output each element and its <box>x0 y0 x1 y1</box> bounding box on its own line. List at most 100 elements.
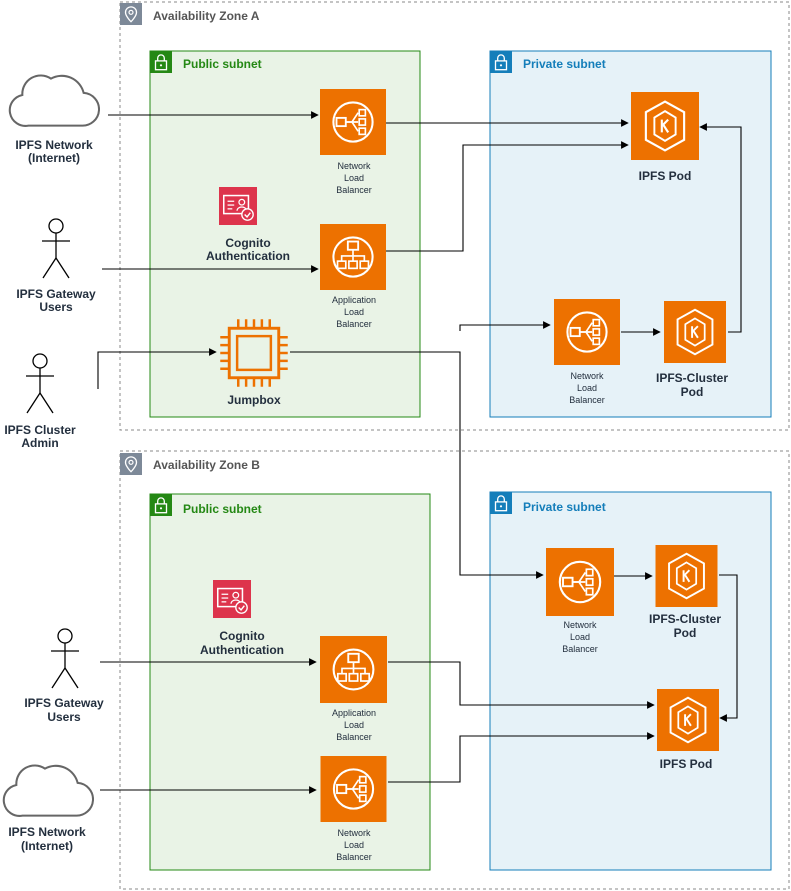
alb-public-a: Application Load Balancer <box>320 224 386 329</box>
node-label: IPFS Network <box>8 825 86 839</box>
zone-title: Availability Zone B <box>153 458 260 472</box>
availability-zone-b: Availability Zone B <box>119 450 790 890</box>
cluster-pod-b: IPFS-Cluster Pod <box>649 545 721 640</box>
padlock-icon <box>150 51 172 73</box>
node-label: Load <box>344 173 364 183</box>
node-label: Balancer <box>336 319 372 329</box>
ipfs-network-b: IPFS Network (Internet) <box>2 764 94 853</box>
user-actor-icon <box>41 218 71 279</box>
kubernetes-pod-icon <box>656 689 720 751</box>
node-label: IPFS-Cluster <box>649 612 721 626</box>
cloud-icon <box>2 764 94 817</box>
connectors <box>97 111 742 794</box>
connector <box>459 321 551 331</box>
subnet-title: Public subnet <box>183 57 262 71</box>
kubernetes-pod-icon <box>662 301 728 363</box>
cognito-a: Cognito Authentication <box>206 187 290 263</box>
node-label: Application <box>332 295 376 305</box>
node-label: IPFS Cluster <box>4 423 76 437</box>
nlb-private-b: Network Load Balancer <box>546 548 614 654</box>
kubernetes-pod-icon <box>654 545 719 607</box>
network-load-balancer-icon <box>319 756 388 822</box>
ipfs-network-a: IPFS Network (Internet) <box>8 74 100 165</box>
connector <box>388 732 655 783</box>
private-subnet-a: Private subnet <box>489 50 772 418</box>
node-label: (Internet) <box>28 151 80 165</box>
ipfs-pod-a: IPFS Pod <box>631 92 699 183</box>
node-label: IPFS Gateway <box>24 696 104 710</box>
connector <box>386 141 629 252</box>
node-label: Balancer <box>336 852 372 862</box>
padlock-icon <box>150 494 172 516</box>
user-actor-icon <box>25 353 55 414</box>
node-label: Authentication <box>200 643 284 657</box>
node-label: Balancer <box>562 644 598 654</box>
node-label: Balancer <box>336 732 372 742</box>
cluster-pod-a: IPFS-Cluster Pod <box>656 301 728 399</box>
subnet-title: Private subnet <box>523 57 606 71</box>
subnet-title: Public subnet <box>183 502 262 516</box>
node-label: Network <box>337 161 371 171</box>
node-label: Network <box>563 620 597 630</box>
connector <box>719 574 738 722</box>
connector <box>699 123 742 333</box>
connector <box>388 661 655 709</box>
cognito-icon <box>219 187 257 225</box>
node-label: Load <box>344 840 364 850</box>
node-label: IPFS-Cluster <box>656 371 728 385</box>
network-load-balancer-icon <box>320 89 386 155</box>
network-load-balancer-icon <box>553 299 621 365</box>
location-pin-icon <box>120 3 142 25</box>
node-label: Application <box>332 708 376 718</box>
cognito-icon <box>213 580 251 618</box>
alb-public-b: Application Load Balancer <box>319 636 388 742</box>
node-label: Jumpbox <box>227 393 281 407</box>
node-label: Load <box>344 720 364 730</box>
subnet-title: Private subnet <box>523 500 606 514</box>
node-label: Admin <box>21 436 58 450</box>
node-label: Network <box>337 828 371 838</box>
nlb-public-b: Network Load Balancer <box>319 756 388 862</box>
connector <box>290 351 544 579</box>
network-load-balancer-icon <box>546 548 614 616</box>
gateway-users-a: IPFS Gateway Users <box>16 218 96 314</box>
connector <box>97 348 217 389</box>
node-label: Users <box>47 710 81 724</box>
node-label: Load <box>344 307 364 317</box>
node-label: Users <box>39 300 73 314</box>
padlock-icon <box>490 51 512 73</box>
node-label: IPFS Network <box>15 138 93 152</box>
cloud-icon <box>8 74 100 127</box>
zone-title: Availability Zone A <box>153 9 260 23</box>
user-actor-icon <box>50 628 80 689</box>
public-subnet-b: Public subnet <box>149 493 431 871</box>
node-label: Pod <box>681 385 704 399</box>
gateway-users-b: IPFS Gateway Users <box>24 628 104 724</box>
node-label: IPFS Pod <box>660 757 713 771</box>
node-label: (Internet) <box>21 839 73 853</box>
node-label: Balancer <box>569 395 605 405</box>
application-load-balancer-icon <box>319 636 388 703</box>
kubernetes-pod-icon <box>631 92 699 160</box>
node-label: IPFS Pod <box>639 169 692 183</box>
ipfs-pod-b: IPFS Pod <box>656 689 720 771</box>
cluster-admin-a: IPFS Cluster Admin <box>4 353 76 450</box>
nlb-public-a: Network Load Balancer <box>320 89 386 195</box>
node-label: Balancer <box>336 185 372 195</box>
node-label: Load <box>570 632 590 642</box>
node-label: Authentication <box>206 249 290 263</box>
availability-zone-a: Availability Zone A <box>119 1 790 431</box>
padlock-icon <box>490 492 512 514</box>
node-label: Load <box>577 383 597 393</box>
node-label: Cognito <box>225 236 270 250</box>
location-pin-icon <box>120 453 142 475</box>
private-subnet-b: Private subnet <box>489 491 772 871</box>
cognito-b: Cognito Authentication <box>200 580 284 657</box>
application-load-balancer-icon <box>320 224 386 290</box>
node-label: Pod <box>674 626 697 640</box>
jumpbox-a: Jumpbox <box>218 317 290 407</box>
node-label: Cognito <box>219 629 264 643</box>
node-label: IPFS Gateway <box>16 287 96 301</box>
node-label: Network <box>570 371 604 381</box>
